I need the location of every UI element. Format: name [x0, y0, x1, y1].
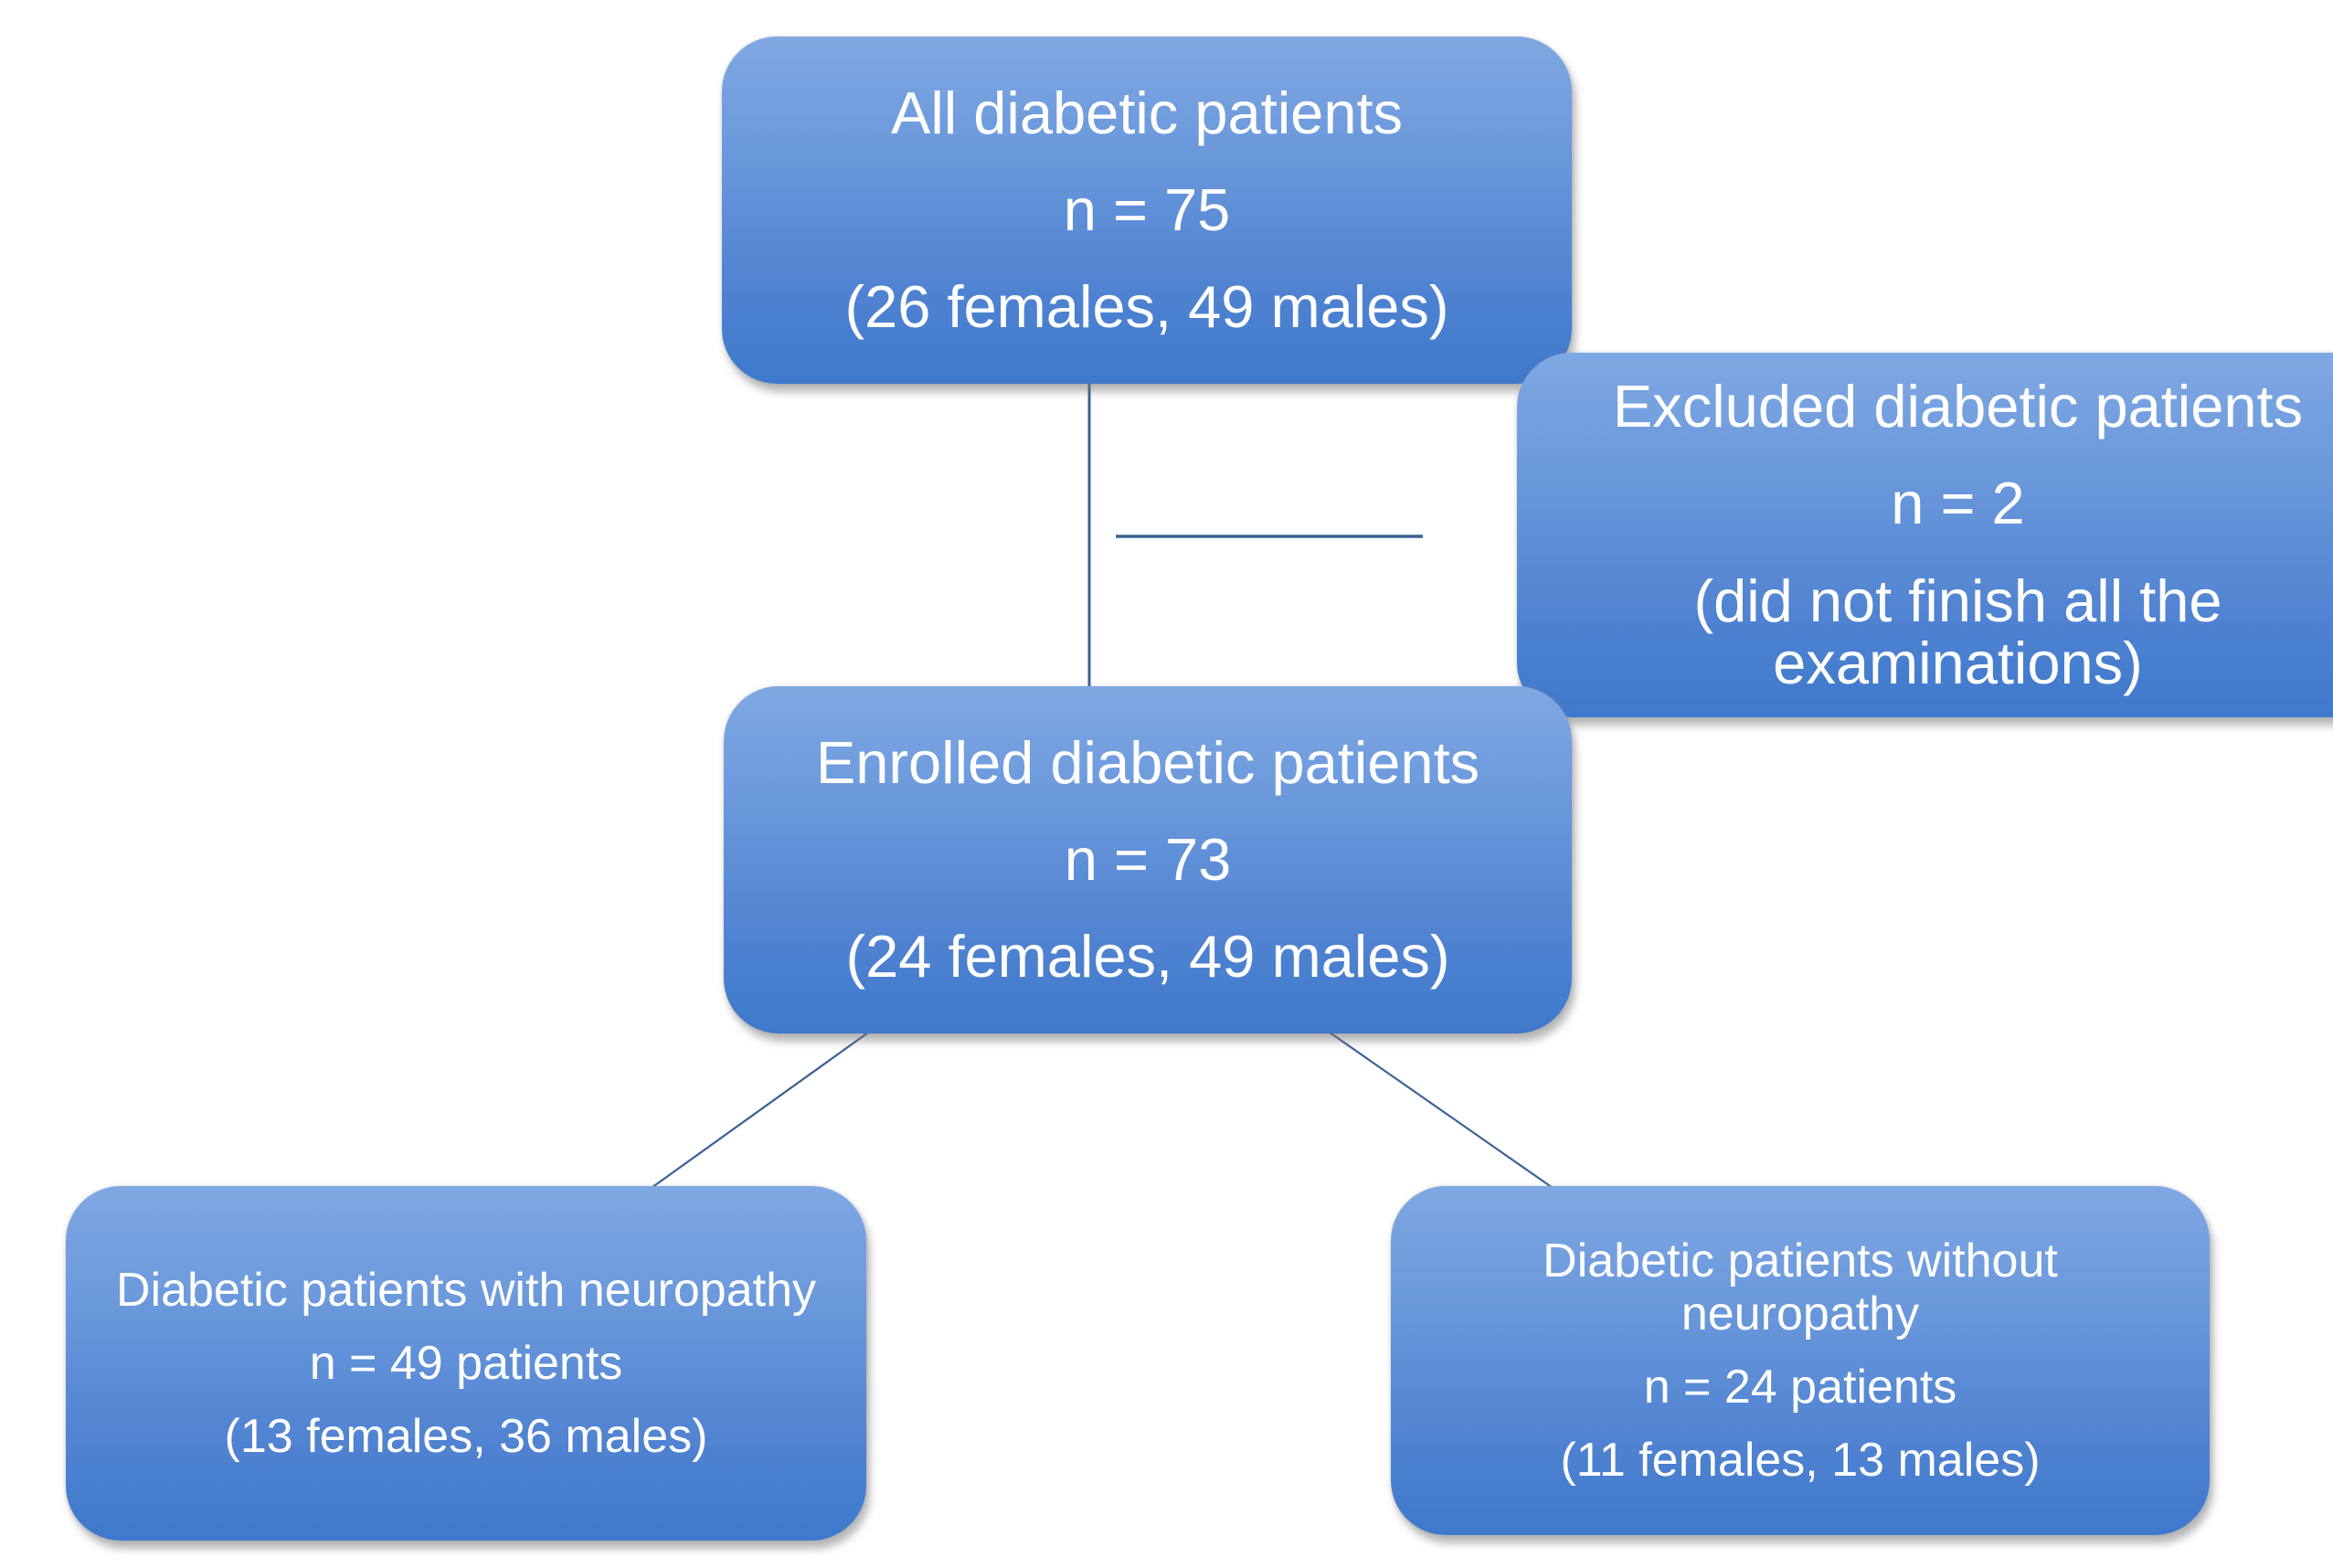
node-count: n = 49 patients: [309, 1336, 623, 1390]
node-breakdown: (11 females, 13 males): [1560, 1434, 2041, 1488]
node-count: n = 2: [1891, 470, 2025, 537]
connector-enrolled-to-neuropathy: [648, 1027, 875, 1191]
node-count: n = 73: [1064, 825, 1232, 893]
node-all-diabetic-patients: All diabetic patients n = 75 (26 females…: [722, 37, 1572, 384]
node-breakdown: (13 females, 36 males): [224, 1410, 708, 1464]
node-count: n = 75: [1063, 175, 1231, 243]
node-without-neuropathy: Diabetic patients without neuropathy n =…: [1391, 1186, 2210, 1535]
node-with-neuropathy: Diabetic patients with neuropathy n = 49…: [66, 1186, 866, 1541]
node-title: Diabetic patients without neuropathy: [1543, 1234, 2058, 1340]
node-title: All diabetic patients: [890, 79, 1404, 146]
connector-enrolled-to-no-neuropathy: [1322, 1027, 1556, 1191]
node-count: n = 24 patients: [1643, 1361, 1957, 1414]
node-breakdown: (26 females, 49 males): [844, 273, 1449, 341]
node-title: Excluded diabetic patients: [1612, 373, 2304, 440]
node-title: Diabetic patients with neuropathy: [115, 1263, 816, 1317]
node-enrolled-patients: Enrolled diabetic patients n = 73 (24 fe…: [724, 686, 1572, 1033]
node-breakdown: (24 females, 49 males): [845, 923, 1450, 991]
node-breakdown: (did not finish all the examinations): [1693, 567, 2222, 696]
node-excluded-patients: Excluded diabetic patients n = 2 (did no…: [1517, 353, 2333, 717]
node-title: Enrolled diabetic patients: [815, 728, 1480, 796]
